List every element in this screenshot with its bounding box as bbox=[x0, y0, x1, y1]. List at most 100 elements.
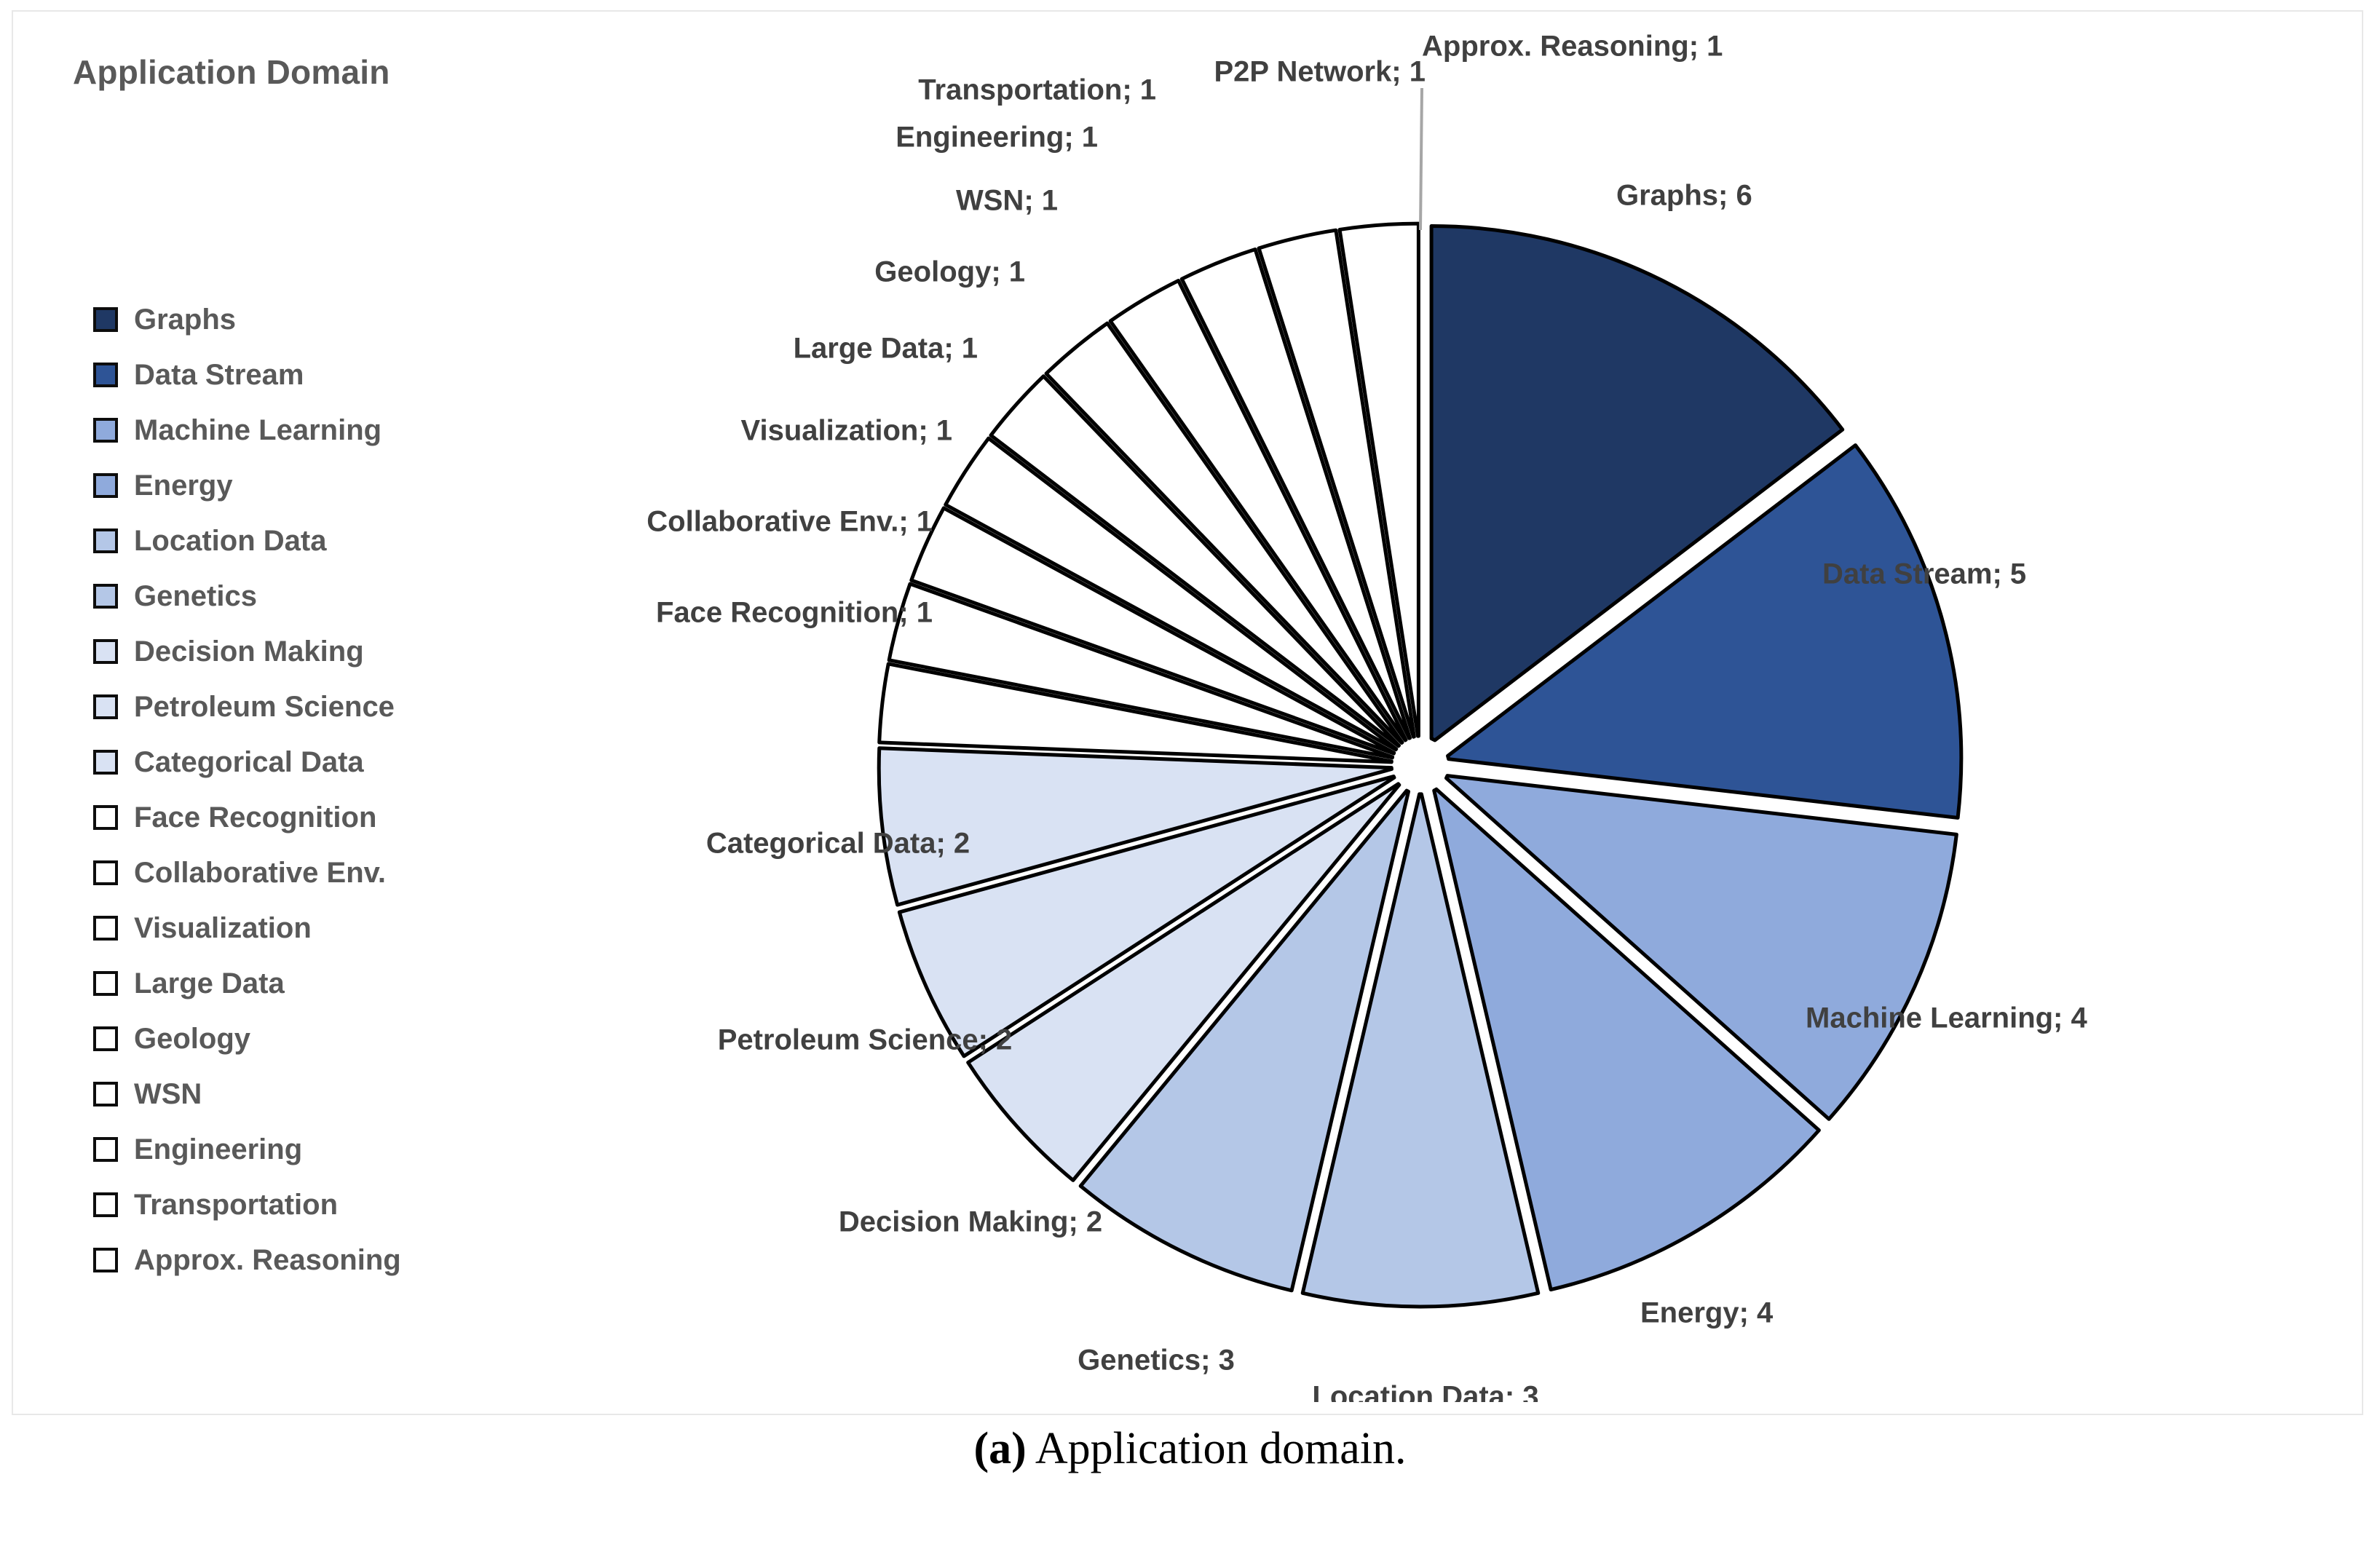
legend-item[interactable]: Petroleum Science bbox=[93, 679, 501, 735]
legend-item-label: Large Data bbox=[134, 967, 285, 999]
pie-slice[interactable] bbox=[966, 782, 1401, 1182]
pie-slice[interactable] bbox=[877, 662, 1393, 764]
legend-item-label: Geology bbox=[134, 1022, 251, 1055]
legend-swatch-icon bbox=[93, 1137, 118, 1162]
pie-slice-label: Transportation; 1 bbox=[918, 74, 1156, 106]
pie-slice[interactable] bbox=[877, 746, 1393, 907]
legend-item-label: WSN bbox=[134, 1077, 202, 1110]
legend-item-label: Categorical Data bbox=[134, 745, 364, 778]
legend-item[interactable]: Energy bbox=[93, 458, 501, 513]
pie-slice-label: Approx. Reasoning; 1 bbox=[1422, 33, 1723, 63]
legend-item[interactable]: Transportation bbox=[93, 1177, 501, 1232]
legend-swatch-icon bbox=[93, 860, 118, 885]
pie-slice-label: P2P Network; 1 bbox=[1214, 56, 1426, 88]
legend-item-label: Data Stream bbox=[134, 358, 304, 391]
pie-slice[interactable] bbox=[1429, 224, 1845, 743]
legend-item[interactable]: Approx. Reasoning bbox=[93, 1232, 501, 1288]
pie-slice[interactable] bbox=[1108, 278, 1408, 743]
legend-item[interactable]: Data Stream bbox=[93, 347, 501, 403]
pie-slice-label: Location Data; 3 bbox=[1312, 1381, 1538, 1402]
legend-item[interactable]: Decision Making bbox=[93, 624, 501, 679]
caption-text: Application domain. bbox=[1026, 1424, 1407, 1473]
legend-swatch-icon bbox=[93, 971, 118, 996]
pie-slice-label: Categorical Data; 2 bbox=[706, 828, 970, 860]
pie-slice[interactable] bbox=[1300, 792, 1541, 1309]
legend-item[interactable]: Genetics bbox=[93, 569, 501, 624]
legend-item[interactable]: Visualization bbox=[93, 900, 501, 956]
legend-swatch-icon bbox=[93, 1192, 118, 1217]
pie-slice-label: Genetics; 3 bbox=[1078, 1345, 1235, 1377]
pie-slices bbox=[877, 221, 1964, 1309]
legend-item[interactable]: WSN bbox=[93, 1066, 501, 1122]
legend-item-label: Location Data bbox=[134, 524, 327, 557]
legend-swatch-icon bbox=[93, 916, 118, 941]
pie-slice[interactable] bbox=[1257, 228, 1416, 739]
legend-swatch-icon bbox=[93, 363, 118, 387]
legend-item-label: Collaborative Env. bbox=[134, 856, 387, 889]
legend-item-label: Energy bbox=[134, 469, 233, 502]
legend-swatch-icon bbox=[93, 473, 118, 498]
legend-item-label: Machine Learning bbox=[134, 413, 382, 446]
legend-swatch-icon bbox=[93, 750, 118, 775]
pie-slice-label: Face Recognition; 1 bbox=[656, 597, 933, 629]
legend-item-label: Decision Making bbox=[134, 635, 364, 668]
legend-item[interactable]: Machine Learning bbox=[93, 403, 501, 458]
legend-item[interactable]: Engineering bbox=[93, 1122, 501, 1177]
pie-slice[interactable] bbox=[989, 374, 1401, 748]
pie-slice-label: Decision Making; 2 bbox=[839, 1206, 1102, 1238]
legend-swatch-icon bbox=[93, 307, 118, 332]
legend-swatch-icon bbox=[93, 1248, 118, 1272]
legend-item-label: Genetics bbox=[134, 579, 257, 612]
legend-item[interactable]: Large Data bbox=[93, 956, 501, 1011]
legend-item-label: Petroleum Science bbox=[134, 690, 395, 723]
pie-slice[interactable] bbox=[887, 582, 1395, 760]
pie-slice-label: Large Data; 1 bbox=[794, 333, 978, 365]
pie-slice-label: Machine Learning; 4 bbox=[1806, 1002, 2087, 1034]
legend-item-label: Visualization bbox=[134, 911, 312, 944]
pie-slice-labels: Graphs; 6 Data Stream; 5 Machine Learning;… bbox=[647, 33, 2087, 1402]
legend-swatch-icon bbox=[93, 1026, 118, 1051]
pie-slice[interactable] bbox=[1444, 774, 1958, 1121]
legend-swatch-icon bbox=[93, 528, 118, 553]
pie-slice[interactable] bbox=[1432, 787, 1821, 1292]
pie-slice[interactable] bbox=[1446, 443, 1964, 820]
pie-slice-label: Geology; 1 bbox=[874, 256, 1025, 288]
legend-item[interactable]: Categorical Data bbox=[93, 735, 501, 790]
pie-slice[interactable] bbox=[897, 775, 1396, 1058]
legend-item-label: Transportation bbox=[134, 1188, 339, 1221]
legend-item-label: Face Recognition bbox=[134, 801, 377, 834]
legend-swatch-icon bbox=[93, 1082, 118, 1106]
legend-item-label: Graphs bbox=[134, 303, 237, 336]
leader-lines bbox=[1419, 87, 1423, 231]
pie-slice-label: WSN; 1 bbox=[956, 185, 1058, 217]
pie-chart-svg: Graphs; 6 Data Stream; 5 Machine Learning;… bbox=[647, 33, 2087, 1402]
legend-item[interactable]: Face Recognition bbox=[93, 790, 501, 845]
pie-chart: Graphs; 6 Data Stream; 5 Machine Learning;… bbox=[515, 33, 2350, 1402]
caption-prefix: (a) bbox=[973, 1424, 1027, 1473]
pie-slice[interactable] bbox=[909, 506, 1396, 756]
pie-slice-label: Data Stream; 5 bbox=[1822, 558, 2026, 590]
legend-swatch-icon bbox=[93, 418, 118, 443]
legend-swatch-icon bbox=[93, 639, 118, 664]
legend-item[interactable]: Graphs bbox=[93, 292, 501, 347]
pie-slice[interactable] bbox=[1078, 788, 1411, 1293]
pie-slice[interactable] bbox=[1337, 221, 1420, 738]
pie-slice-label: Engineering; 1 bbox=[896, 122, 1098, 154]
legend-item[interactable]: Location Data bbox=[93, 513, 501, 569]
pie-slice[interactable] bbox=[944, 436, 1399, 752]
legend-swatch-icon bbox=[93, 584, 118, 609]
pie-slice-label: Energy; 4 bbox=[1640, 1297, 1774, 1329]
chart-title: Application Domain bbox=[73, 53, 390, 91]
legend-item[interactable]: Geology bbox=[93, 1011, 501, 1066]
pie-slice-label: Graphs; 6 bbox=[1616, 180, 1752, 212]
pie-slice[interactable] bbox=[1179, 248, 1412, 740]
pie-slice-label: Petroleum Science; 2 bbox=[718, 1024, 1013, 1056]
pie-slice[interactable] bbox=[1044, 321, 1404, 745]
pie-slice-label: Visualization; 1 bbox=[741, 415, 952, 447]
legend-swatch-icon bbox=[93, 694, 118, 719]
legend-swatch-icon bbox=[93, 805, 118, 830]
legend-item[interactable]: Collaborative Env. bbox=[93, 845, 501, 900]
